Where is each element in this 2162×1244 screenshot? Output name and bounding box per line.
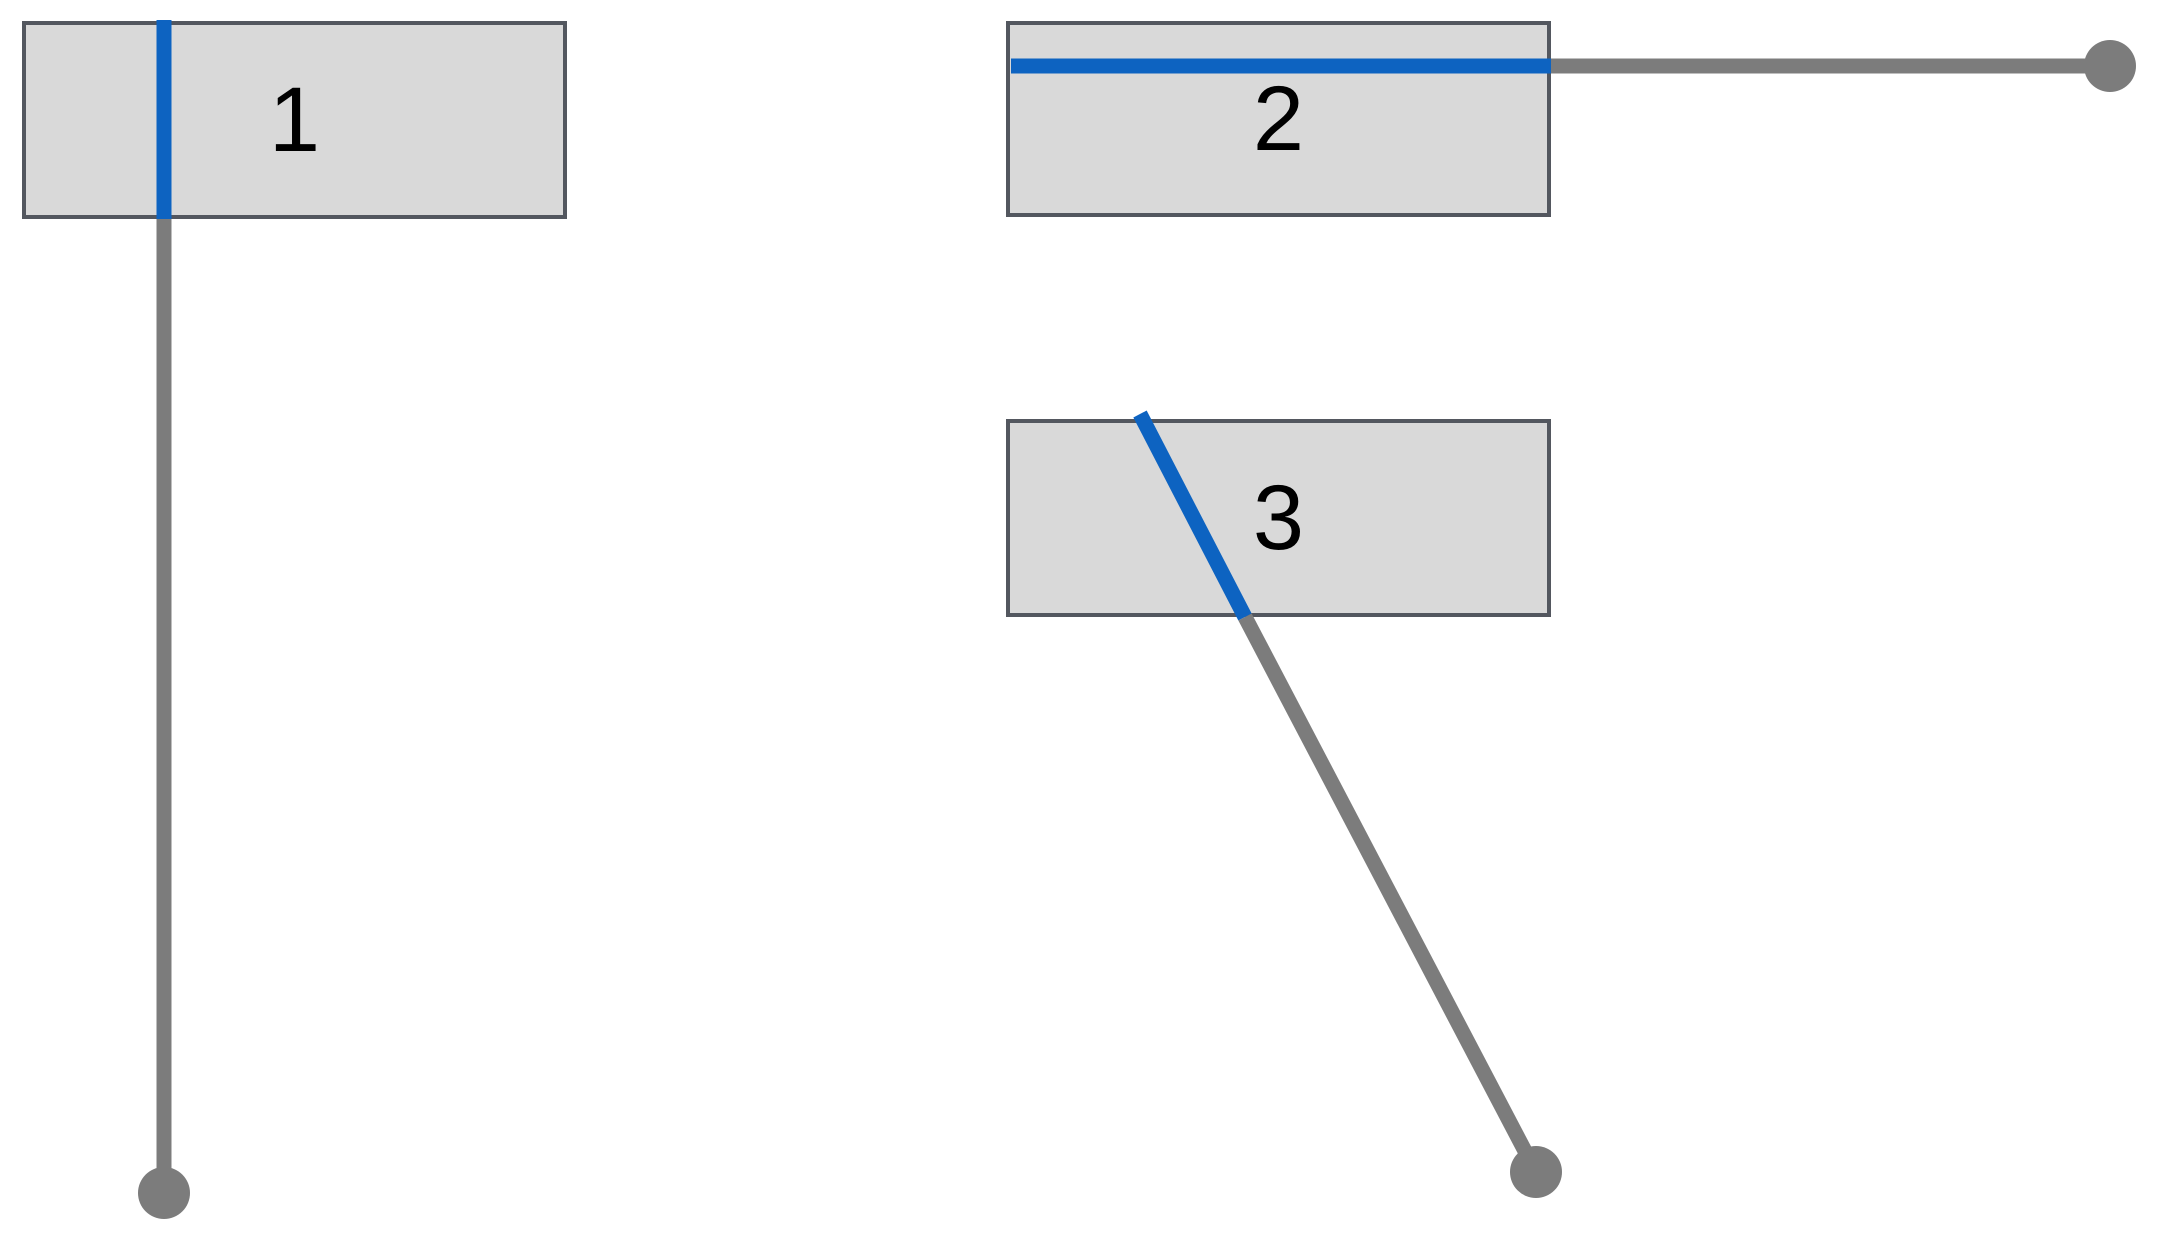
rectangle-1 [22, 21, 567, 219]
figure-3: 3 [1006, 410, 1562, 1198]
endpoint-dot-3 [1510, 1146, 1562, 1198]
figure-1: 1 [22, 20, 567, 1219]
figure-2: 2 [1006, 21, 2136, 217]
rectangle-label-2: 2 [1253, 68, 1304, 170]
endpoint-dot-2 [2084, 40, 2136, 92]
blue-line-segment-3 [1133, 410, 1252, 621]
rectangle-label-1: 1 [269, 69, 320, 171]
gray-line-segment-3 [1238, 613, 1543, 1176]
endpoint-dot-1 [138, 1167, 190, 1219]
rectangle-label-3: 3 [1253, 467, 1304, 569]
rectangle-2 [1006, 21, 1551, 217]
rectangle-3 [1006, 419, 1551, 617]
